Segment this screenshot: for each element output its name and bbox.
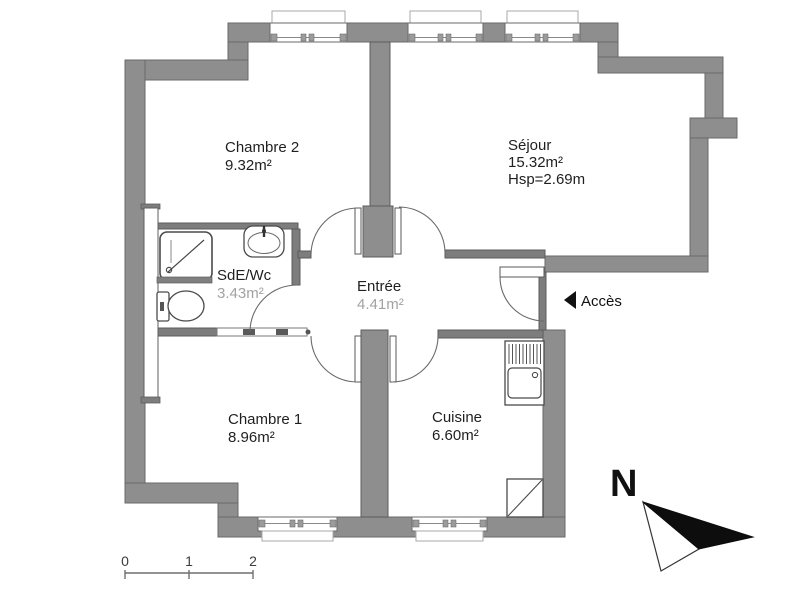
room-label-chambre1: Chambre 1 8.96m² xyxy=(228,411,302,446)
door-leaf-cuisine xyxy=(389,335,397,383)
wall-entree-top-pillar xyxy=(362,205,394,258)
window-sill xyxy=(506,10,579,24)
scale-tick-0: 0 xyxy=(121,553,129,569)
north-letter: N xyxy=(610,463,637,505)
wall-sejour-bottom-band xyxy=(544,255,709,273)
room-name: Chambre 2 xyxy=(225,139,299,156)
wall-topleft-band xyxy=(144,59,249,81)
doors xyxy=(216,206,545,383)
north-arrow-icon xyxy=(642,501,755,550)
room-area: 3.43m² xyxy=(217,285,264,302)
washbasin-icon xyxy=(243,225,285,258)
shower-icon xyxy=(156,231,213,284)
room-area: 6.60m² xyxy=(432,427,479,444)
interior-walls xyxy=(156,41,547,518)
toilet-icon xyxy=(156,290,205,322)
room-label-cuisine: Cuisine 6.60m² xyxy=(432,409,482,444)
wall-bottomleft-step xyxy=(124,482,239,504)
room-name: Entrée xyxy=(357,278,401,295)
door-arc-sejour xyxy=(398,206,446,254)
window xyxy=(269,22,348,43)
wall-step-right xyxy=(597,41,619,58)
wall-cuisine-top xyxy=(437,329,544,339)
room-name: SdE/Wc xyxy=(217,267,272,284)
door-leaf-sejour xyxy=(394,207,402,255)
left-wall-window xyxy=(140,203,161,404)
wall-right-upper xyxy=(704,72,724,119)
wall-step-up xyxy=(227,41,249,61)
kitchen-sink-icon xyxy=(504,340,545,406)
room-label-chambre2: Chambre 2 9.32m² xyxy=(225,139,299,174)
entrance-door-leaf xyxy=(499,266,545,278)
door-leaf-chambre1 xyxy=(354,335,362,383)
entrance-door-arc xyxy=(499,276,545,322)
wall-sde-stub xyxy=(297,250,312,259)
window xyxy=(407,22,484,43)
door-arc-chambre1 xyxy=(310,335,358,383)
access-marker: Accès xyxy=(564,291,622,310)
room-label-sejour: Séjour 15.32m² Hsp=2.69m xyxy=(508,137,585,188)
window xyxy=(504,22,581,43)
room-area: 4.41m² xyxy=(357,296,404,313)
scale-tick-2: 2 xyxy=(249,553,257,569)
access-label: Accès xyxy=(581,293,622,310)
room-name: Chambre 1 xyxy=(228,411,302,428)
kitchen-fixtures xyxy=(504,340,545,518)
door-leaf-chambre2 xyxy=(354,207,362,255)
bathroom-fixtures xyxy=(156,225,285,322)
wall-bottomleft-vert xyxy=(217,502,239,518)
north-compass: N xyxy=(610,463,755,572)
window-sill xyxy=(409,10,482,24)
wall-kitchen-east xyxy=(542,329,566,518)
windows xyxy=(140,10,581,542)
room-area: 9.32m² xyxy=(225,157,272,174)
window-sill xyxy=(271,10,346,24)
window-sill xyxy=(261,530,334,542)
door-arc-chambre2 xyxy=(310,207,359,256)
door-arc-cuisine xyxy=(391,335,439,383)
room-label-entree: Entrée 4.41m² xyxy=(357,278,404,313)
room-area: 15.32m² xyxy=(508,154,563,171)
access-arrow-icon xyxy=(564,291,576,309)
scale-tick-1: 1 xyxy=(185,553,193,569)
wall-topright-band xyxy=(597,56,724,74)
wall-right-bump xyxy=(689,117,738,139)
wall-chambre2-sejour xyxy=(369,41,391,207)
wall-sejour-south-thin xyxy=(444,249,546,259)
room-name: Cuisine xyxy=(432,409,482,426)
room-labels: Chambre 2 9.32m² Séjour 15.32m² Hsp=2.69… xyxy=(217,137,585,446)
scale-bar: 0 1 2 xyxy=(121,553,257,579)
room-label-sde: SdE/Wc 3.43m² xyxy=(217,267,272,302)
wall-sde-bottom xyxy=(157,327,218,337)
wall-left xyxy=(124,59,146,484)
sliding-door xyxy=(216,327,311,337)
room-name: Séjour xyxy=(508,137,551,154)
window-sill xyxy=(415,530,484,542)
appliance-icon xyxy=(506,478,544,518)
door-arc-sde xyxy=(249,284,298,333)
wall-right-lower xyxy=(689,137,709,257)
room-ceiling-height: Hsp=2.69m xyxy=(508,171,585,188)
door-hinge xyxy=(305,329,311,335)
wall-chambre1-cuisine xyxy=(360,329,389,518)
room-area: 8.96m² xyxy=(228,429,275,446)
